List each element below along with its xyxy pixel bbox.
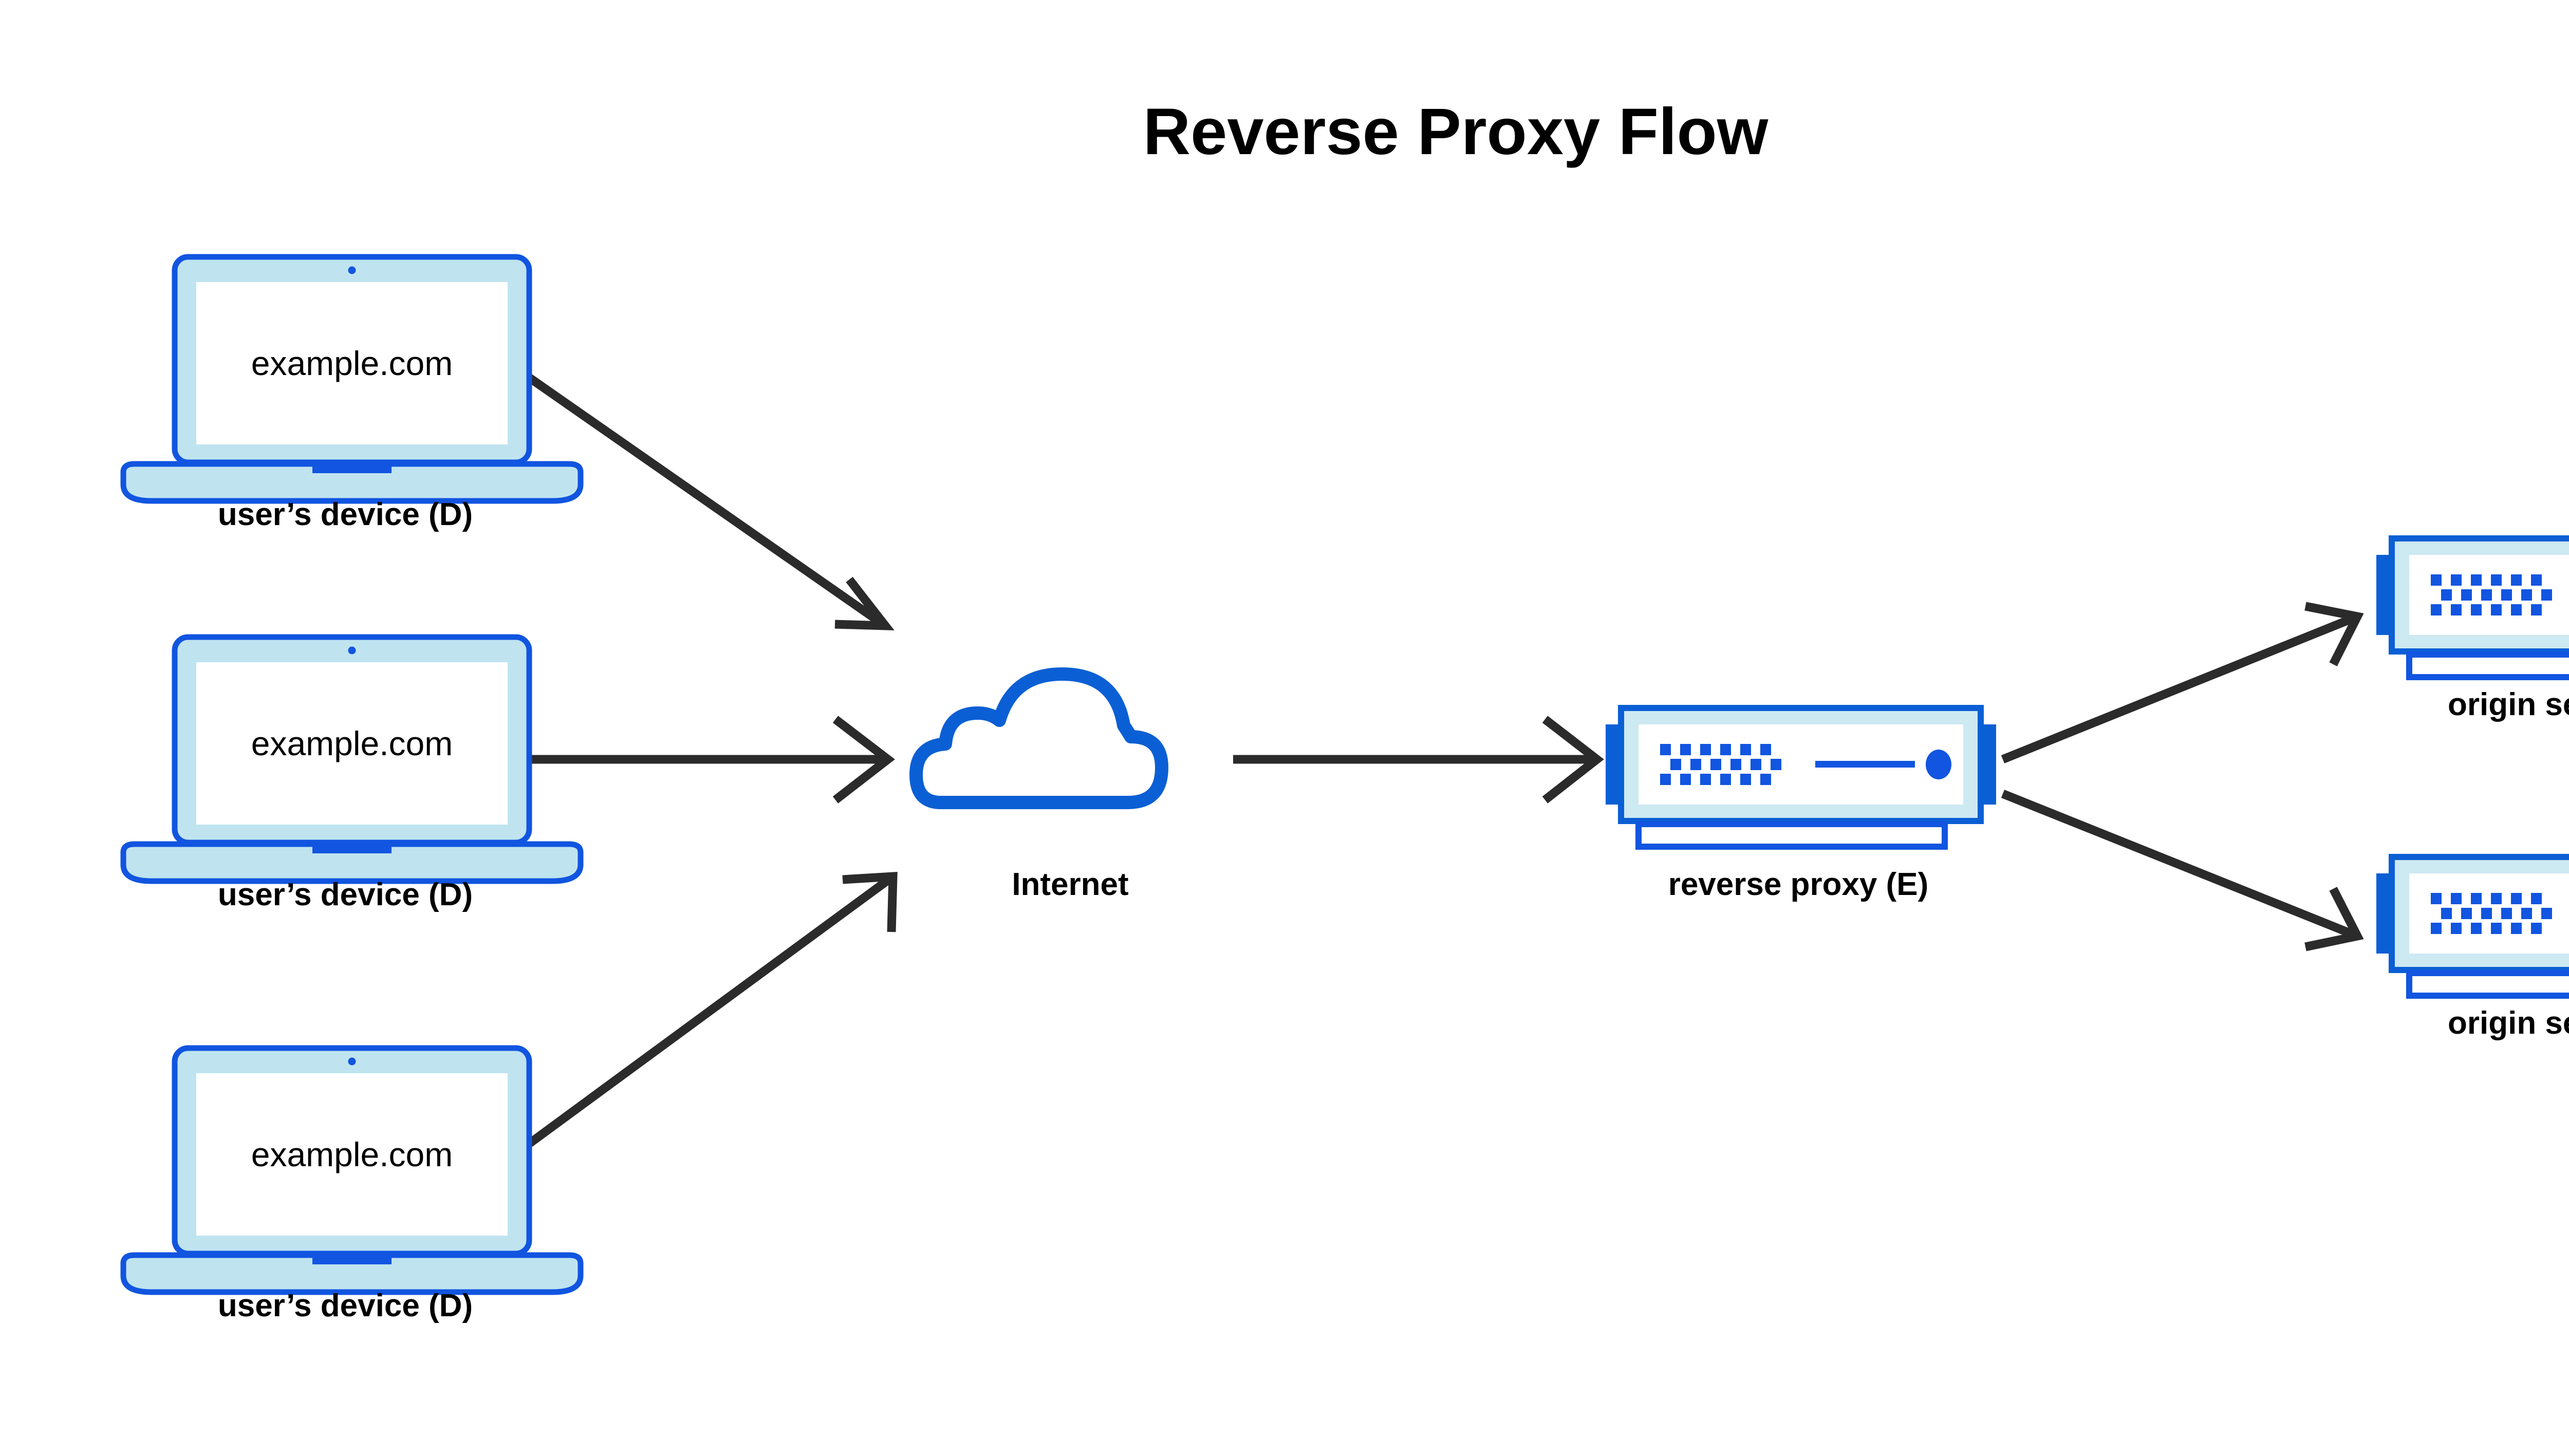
edge-device-middle-to-internet (514, 716, 895, 804)
node-internet-cloud[interactable]: Internet (916, 674, 1162, 902)
edge-internet-to-reverse-proxy (1233, 716, 1604, 804)
node-label-internet: Internet (1012, 867, 1128, 902)
node-label-reverse-proxy: reverse proxy (E) (1668, 867, 1929, 902)
node-origin-server-top[interactable]: origin server (F) (2376, 538, 2569, 722)
node-label-user-device-bottom: user’s device (D) (218, 1288, 473, 1323)
node-label-user-device-middle: user’s device (D) (218, 877, 473, 912)
laptop-screen-url-bottom: example.com (251, 1135, 453, 1173)
node-user-device-bottom[interactable]: example.com user’s device (D) (123, 1048, 581, 1323)
server-icon (1606, 708, 1996, 847)
laptop-screen-url-top: example.com (251, 344, 453, 382)
node-reverse-proxy[interactable]: reverse proxy (E) (1606, 708, 1996, 902)
edge-device-bottom-to-internet (511, 871, 898, 1159)
edge-device-top-to-internet (527, 374, 895, 631)
edge-reverse-proxy-to-origin-bottom (2001, 790, 2364, 951)
node-label-user-device-top: user’s device (D) (218, 497, 473, 532)
laptop-screen-url-middle: example.com (251, 724, 453, 762)
edge-reverse-proxy-to-origin-top (2001, 602, 2364, 763)
node-user-device-middle[interactable]: example.com user’s device (D) (123, 637, 581, 912)
page-title: Reverse Proxy Flow (1143, 95, 1768, 169)
edges-layer (511, 374, 2364, 1159)
node-origin-server-bottom[interactable]: origin server (F) (2376, 857, 2569, 1041)
node-label-origin-server-top: origin server (F) (2448, 687, 2569, 722)
node-label-origin-server-bottom: origin server (F) (2448, 1005, 2569, 1041)
node-user-device-top[interactable]: example.com user’s device (D) (123, 257, 581, 532)
